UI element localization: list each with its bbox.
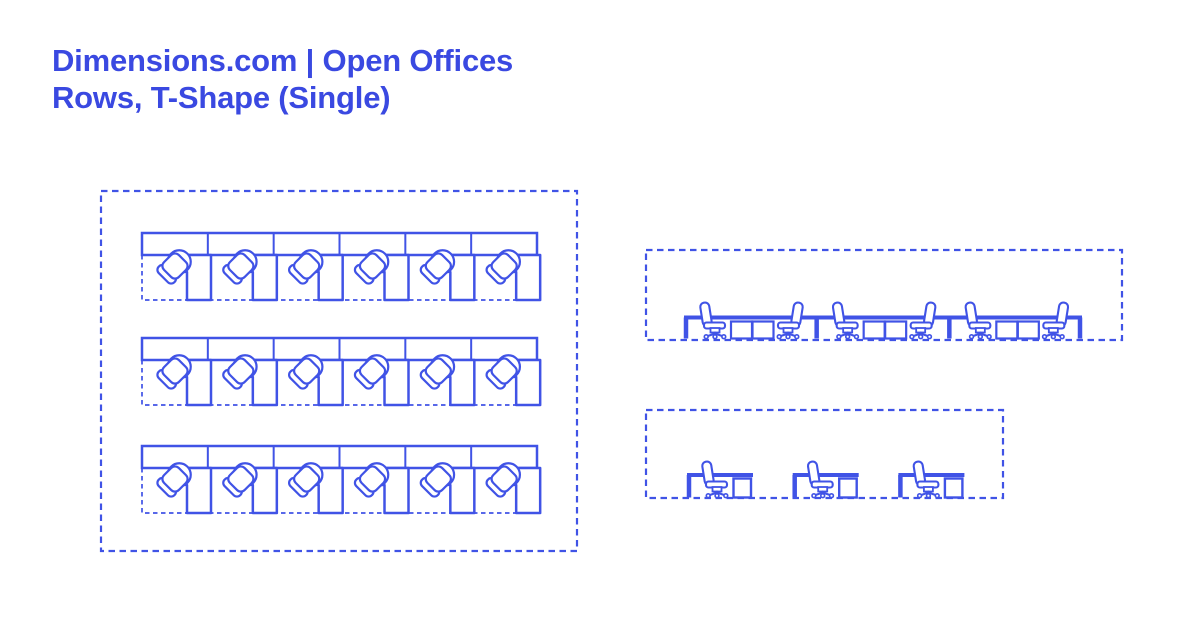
t-shape-desk-plan <box>485 354 542 407</box>
page-title-line2: Rows, T-Shape (Single) <box>52 80 391 115</box>
office-chair-side-icon <box>806 460 835 499</box>
plan-view <box>99 189 579 553</box>
t-shape-desk-plan <box>222 249 279 302</box>
t-shape-desk-plan <box>419 462 476 515</box>
t-shape-desk-elevation <box>898 460 965 499</box>
t-shape-desk-plan <box>156 462 213 515</box>
office-chair-plan-icon <box>156 354 192 390</box>
desk-group-elevation <box>699 301 804 340</box>
office-chair-plan-icon <box>222 354 258 390</box>
t-shape-desk-elevation <box>686 460 753 499</box>
t-shape-desk-plan <box>419 354 476 407</box>
office-chair-side-icon <box>1041 301 1070 340</box>
office-chair-side-icon <box>912 460 940 499</box>
office-chair-plan-icon <box>419 354 456 390</box>
t-shape-desk-plan <box>353 354 410 407</box>
office-chair-plan-icon <box>485 462 522 498</box>
office-chair-plan-icon <box>156 462 192 498</box>
t-shape-desk-plan <box>287 462 344 515</box>
office-chair-side-icon <box>699 301 727 340</box>
t-shape-desk-plan <box>485 462 542 515</box>
office-chair-plan-icon <box>353 249 390 285</box>
office-chair-plan-icon <box>287 249 324 285</box>
t-shape-desk-plan <box>287 249 344 302</box>
t-shape-desk-plan <box>485 249 542 302</box>
office-chair-plan-icon <box>287 462 324 498</box>
t-shape-desk-plan <box>353 249 410 302</box>
t-shape-desk-plan <box>156 249 213 302</box>
office-chair-side-icon <box>964 301 992 340</box>
desk-row-plan <box>140 231 542 302</box>
desk-row-plan <box>140 444 542 515</box>
page-title-line1: Dimensions.com | Open Offices <box>52 43 514 78</box>
office-chair-plan-icon <box>222 249 258 285</box>
t-shape-desk-plan <box>287 354 344 407</box>
office-chair-plan-icon <box>353 462 390 498</box>
t-shape-desk-plan <box>419 249 476 302</box>
desk-row-plan <box>140 336 542 407</box>
single-desk-elevation-view <box>644 408 1005 500</box>
t-shape-desk-plan <box>222 462 279 515</box>
t-shape-desk-plan <box>156 354 213 407</box>
office-chair-plan-icon <box>419 249 456 285</box>
office-chair-side-icon <box>776 301 804 340</box>
office-chair-plan-icon <box>222 462 258 498</box>
desk-group-elevation <box>831 301 937 340</box>
office-chair-side-icon <box>701 460 729 499</box>
t-shape-desk-plan <box>353 462 410 515</box>
office-chair-side-icon <box>831 301 860 340</box>
office-chair-plan-icon <box>419 462 456 498</box>
office-chair-plan-icon <box>353 354 390 390</box>
office-chair-plan-icon <box>485 249 522 285</box>
t-shape-desk-elevation <box>792 460 859 499</box>
office-chair-plan-icon <box>156 249 192 285</box>
row-elevation-view <box>644 248 1124 342</box>
t-shape-desk-plan <box>222 354 279 407</box>
office-chair-plan-icon <box>485 354 522 390</box>
office-chair-plan-icon <box>287 354 324 390</box>
desk-group-elevation <box>964 301 1070 340</box>
office-chair-side-icon <box>909 301 937 340</box>
